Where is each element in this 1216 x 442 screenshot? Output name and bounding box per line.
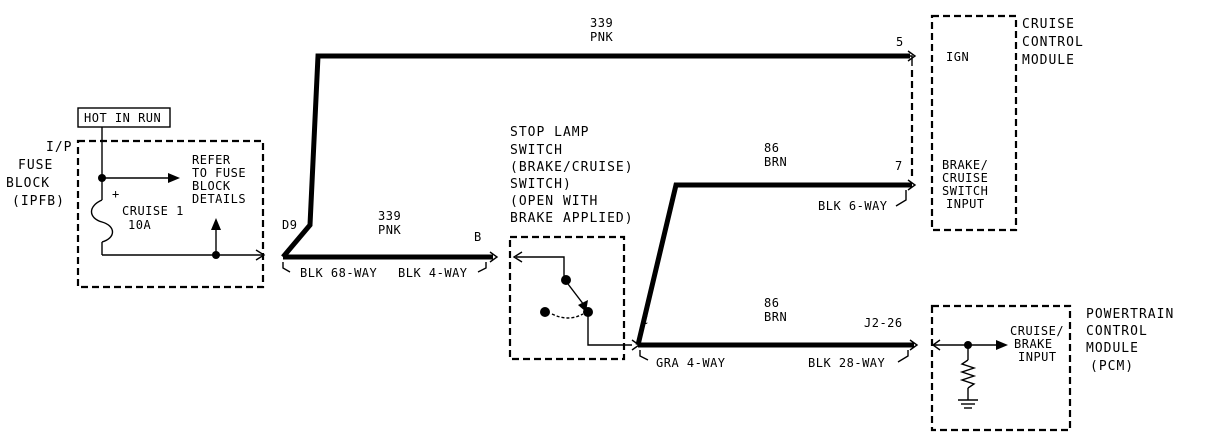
wire-brn-upper-pin: 7 bbox=[895, 159, 903, 173]
blk68-bracket-left bbox=[282, 262, 291, 273]
switch-input-chevron bbox=[512, 251, 523, 263]
brake-input-label-4: INPUT bbox=[946, 197, 985, 211]
cruise-module-label-1: CRUISE bbox=[1022, 17, 1075, 32]
stop-lamp-switch-enclosure bbox=[508, 235, 626, 361]
fuse-plus: + bbox=[112, 187, 120, 201]
switch-input-line bbox=[516, 256, 565, 278]
fuse-icon bbox=[90, 199, 114, 243]
gra4-bracket-left bbox=[639, 350, 649, 361]
refer-label-3: BLOCK bbox=[192, 179, 231, 193]
fuse-rating: 10A bbox=[128, 218, 151, 232]
fuse-block-label-1: I/P bbox=[46, 140, 72, 155]
wire-339-pnk-top bbox=[281, 53, 910, 259]
wire-mid-circuit: 339 bbox=[378, 209, 401, 223]
fuse-name: CRUISE 1 bbox=[122, 204, 184, 218]
connector-blk4: BLK 4-WAY bbox=[398, 266, 468, 280]
hot-in-run-label: HOT IN RUN bbox=[84, 111, 161, 125]
wire-top-color: PNK bbox=[590, 30, 613, 44]
pcm-input-chevron bbox=[931, 339, 941, 351]
switch-contact-left bbox=[540, 307, 550, 317]
blk6-bracket bbox=[895, 190, 907, 207]
wire-brn-lower-pin: J2-26 bbox=[864, 316, 903, 330]
pcm-input-arrow bbox=[996, 340, 1008, 350]
wire-brn-upper-circuit: 86 bbox=[764, 141, 779, 155]
pcm-input-label-2: BRAKE bbox=[1014, 337, 1053, 351]
wire-mid-pin: B bbox=[474, 230, 482, 244]
switch-contact-top bbox=[561, 275, 571, 285]
stop-lamp-label-4: SWITCH) bbox=[510, 177, 572, 192]
switch-output-line bbox=[587, 312, 632, 346]
refer-label-4: DETAILS bbox=[192, 192, 246, 206]
refer-up-arrow bbox=[211, 218, 221, 230]
brake-input-label-2: CRUISE bbox=[942, 171, 988, 185]
brake-input-label-1: BRAKE/ bbox=[942, 158, 988, 172]
pcm-label-2: CONTROL bbox=[1086, 324, 1148, 339]
fuse-block-label-2: FUSE bbox=[18, 158, 53, 173]
stop-lamp-label-6: BRAKE APPLIED) bbox=[510, 211, 634, 226]
connector-blk68: BLK 68-WAY bbox=[300, 266, 378, 280]
fuse-block-label-4: (IPFB) bbox=[12, 194, 65, 209]
wire-mid-color: PNK bbox=[378, 223, 401, 237]
cruise-ign-lead bbox=[908, 55, 913, 66]
connector-blk28: BLK 28-WAY bbox=[808, 356, 886, 370]
cruise-module-label-3: MODULE bbox=[1022, 53, 1075, 68]
pcm-enclosure bbox=[930, 304, 1072, 432]
cruise-module-enclosure bbox=[930, 14, 1018, 232]
switch-output-chevron bbox=[631, 339, 641, 351]
pcm-input-label-3: INPUT bbox=[1018, 350, 1057, 364]
blk4-bracket-right bbox=[477, 262, 487, 273]
switch-dashed-arc bbox=[551, 313, 584, 319]
stop-lamp-label-3: (BRAKE/CRUISE) bbox=[510, 160, 634, 175]
wire-86-brn-upper bbox=[635, 182, 912, 346]
resistor-icon bbox=[959, 359, 977, 389]
wire-brn-lower-color: BRN bbox=[764, 310, 787, 324]
mid-chevron bbox=[489, 251, 499, 263]
stop-lamp-label-5: (OPEN WITH bbox=[510, 194, 598, 209]
cruise-ign-chevron bbox=[907, 50, 917, 62]
wire-top-circuit: 339 bbox=[590, 16, 613, 30]
connector-blk6: BLK 6-WAY bbox=[818, 199, 888, 213]
fuse-connector-chevron bbox=[255, 249, 266, 261]
pcm-label-4: (PCM) bbox=[1090, 359, 1134, 374]
switch-blade bbox=[567, 283, 585, 306]
wire-brn-upper-color: BRN bbox=[764, 155, 787, 169]
blk28-bracket-right bbox=[897, 350, 909, 363]
wire-brn-lower-circuit: 86 bbox=[764, 296, 779, 310]
brake-input-label-3: SWITCH bbox=[942, 184, 988, 198]
ign-label: IGN bbox=[946, 50, 969, 64]
refer-label-2: TO FUSE bbox=[192, 166, 246, 180]
fuse-pin-label: D9 bbox=[282, 218, 297, 232]
hot-in-run-box bbox=[77, 107, 171, 128]
wire-top-pin: 5 bbox=[896, 35, 904, 49]
fuse-block-label-3: BLOCK bbox=[6, 176, 50, 191]
brake-input-chevron bbox=[907, 179, 917, 191]
pcm-label-1: POWERTRAIN bbox=[1086, 307, 1174, 322]
refer-label-1: REFER bbox=[192, 153, 231, 167]
fuse-block-enclosure bbox=[76, 139, 265, 289]
refer-arrow-head bbox=[168, 173, 180, 183]
stop-lamp-label-2: SWITCH bbox=[510, 143, 563, 158]
pcm-chevron bbox=[909, 339, 919, 351]
switch-pin-c: C bbox=[641, 313, 649, 327]
pcm-label-3: MODULE bbox=[1086, 341, 1139, 356]
pcm-input-label-1: CRUISE/ bbox=[1010, 324, 1064, 338]
connector-gra4: GRA 4-WAY bbox=[656, 356, 726, 370]
stop-lamp-label-1: STOP LAMP bbox=[510, 125, 589, 140]
cruise-module-label-2: CONTROL bbox=[1022, 35, 1084, 50]
